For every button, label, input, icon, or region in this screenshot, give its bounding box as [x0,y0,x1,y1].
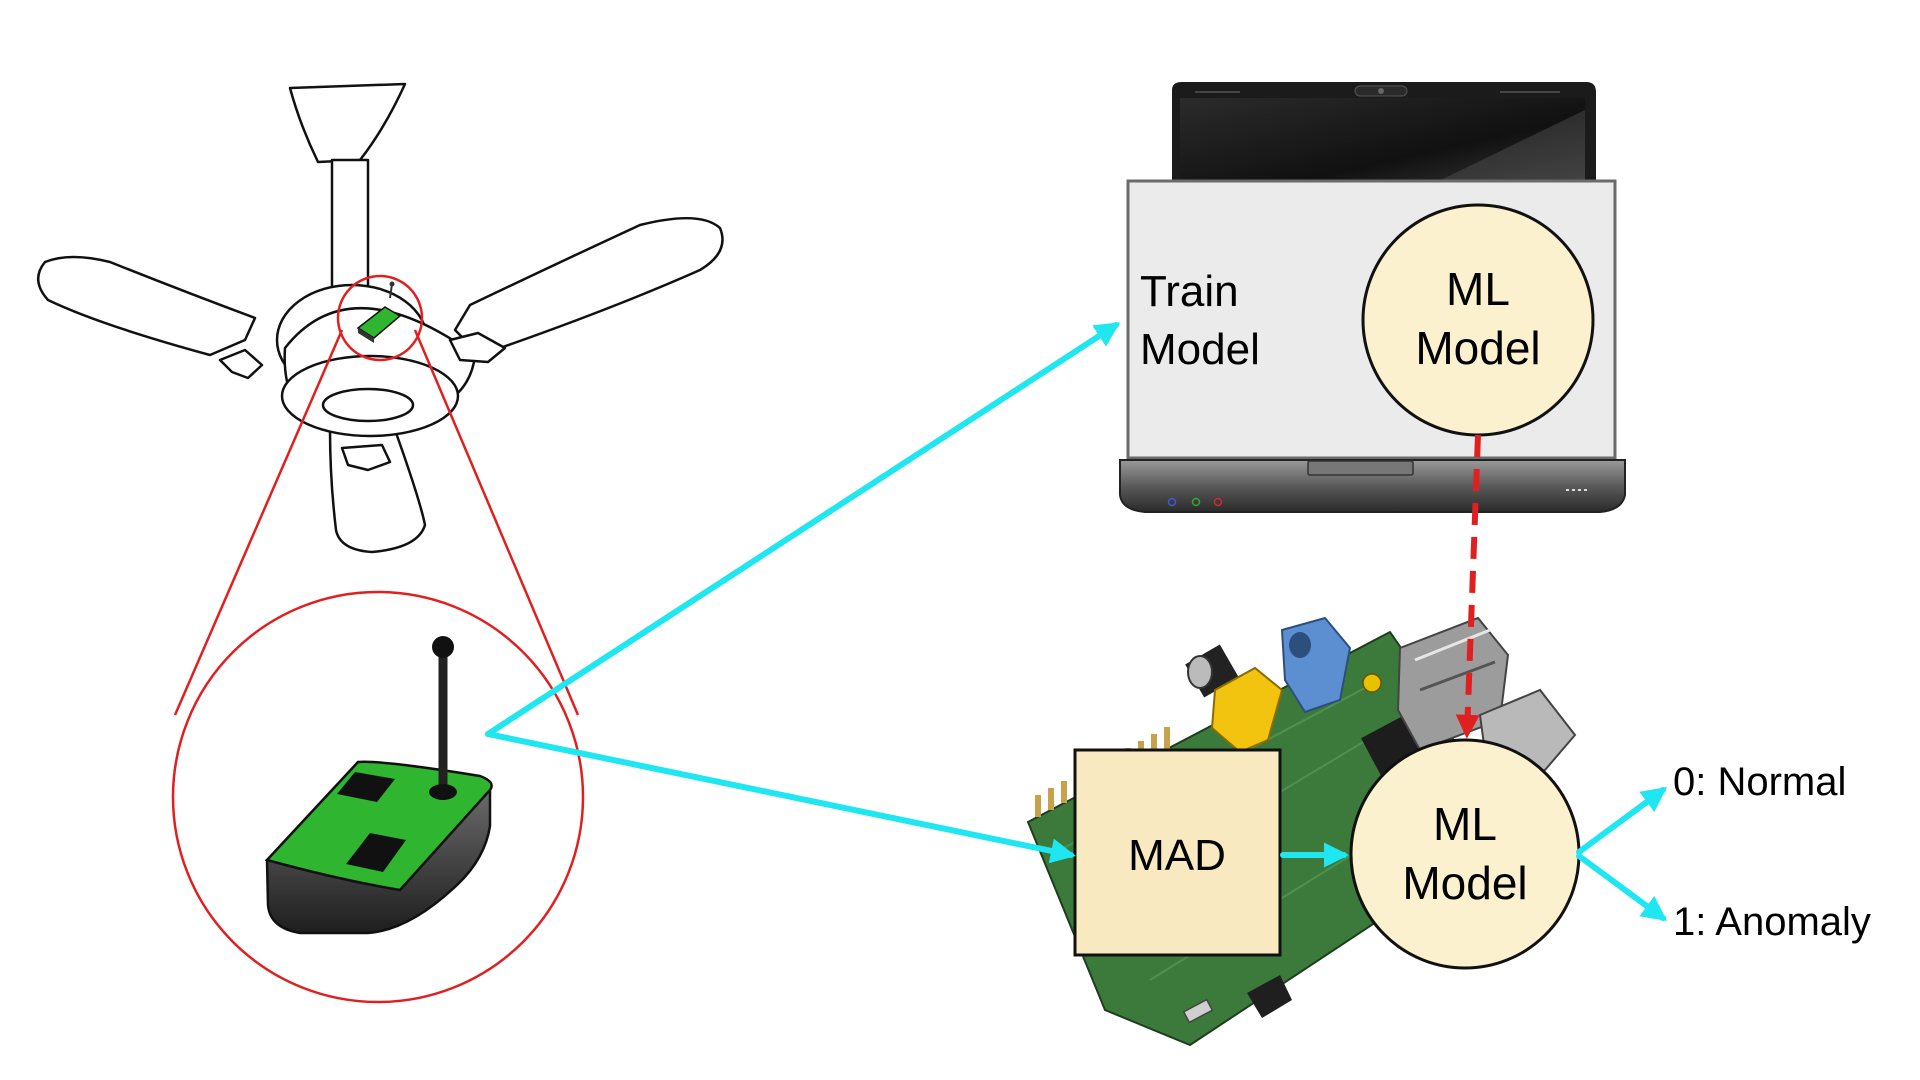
laptop-ml-model-label-line2: Model [1415,322,1540,374]
laptop-ml-model-node [1361,203,1595,437]
arrow-sensor-to-mad [485,731,1076,864]
fan-blade-right [453,217,724,357]
laptop-port-blue [1167,497,1177,507]
sensor-chip-top [337,772,395,802]
data-flow-arrows [485,322,1668,921]
sensor-chip-bottom [346,833,406,872]
mad-label: MAD [1128,831,1226,880]
arrow-sensor-to-laptop [485,322,1121,737]
laptop-ml-model-label-line1: ML [1446,263,1510,315]
fan-sensor-small [356,281,402,343]
sensor-antenna-tip [432,636,454,658]
arrow-model-to-anomaly [1576,853,1668,921]
board-cap-yellow [1362,673,1382,693]
mad-box [1073,748,1282,957]
ceiling-fan-icon [37,82,724,554]
output-normal-label: 0: Normal [1673,760,1846,804]
highlight-small-circle [336,274,424,362]
laptop-screen-glare [1180,98,1585,190]
fan-bracket-bottom [340,443,392,472]
highlight-large-circle [171,590,585,1004]
sensor-antenna-base [429,784,457,800]
arrow-model-deploy [1455,434,1481,739]
laptop-trackpad-notch [1307,460,1414,476]
zoom-highlight [171,274,585,1004]
board-micro-usb [1182,998,1214,1024]
laptop-port-red [1213,497,1223,507]
edge-ml-model-label-line2: Model [1402,857,1527,909]
wireless-sensor-icon [264,636,493,935]
laptop-base [1119,459,1626,513]
board-capacitor [1247,975,1292,1018]
fan-blade-left [37,255,257,357]
train-model-label-line2: Model [1140,325,1260,374]
fan-bracket-right [448,331,507,364]
output-anomaly-label: 1: Anomaly [1673,900,1871,944]
edge-ml-model-node [1349,738,1581,970]
fan-motor-hole [321,387,415,423]
fan-canopy [288,82,407,164]
fan-bracket-left [218,348,264,380]
board-rca-yellow [1210,666,1284,754]
arrow-model-to-normal [1576,787,1668,855]
edge-ml-model-label-line1: ML [1433,798,1497,850]
laptop-port-green [1191,497,1201,507]
train-model-label-line1: Train [1140,267,1239,316]
